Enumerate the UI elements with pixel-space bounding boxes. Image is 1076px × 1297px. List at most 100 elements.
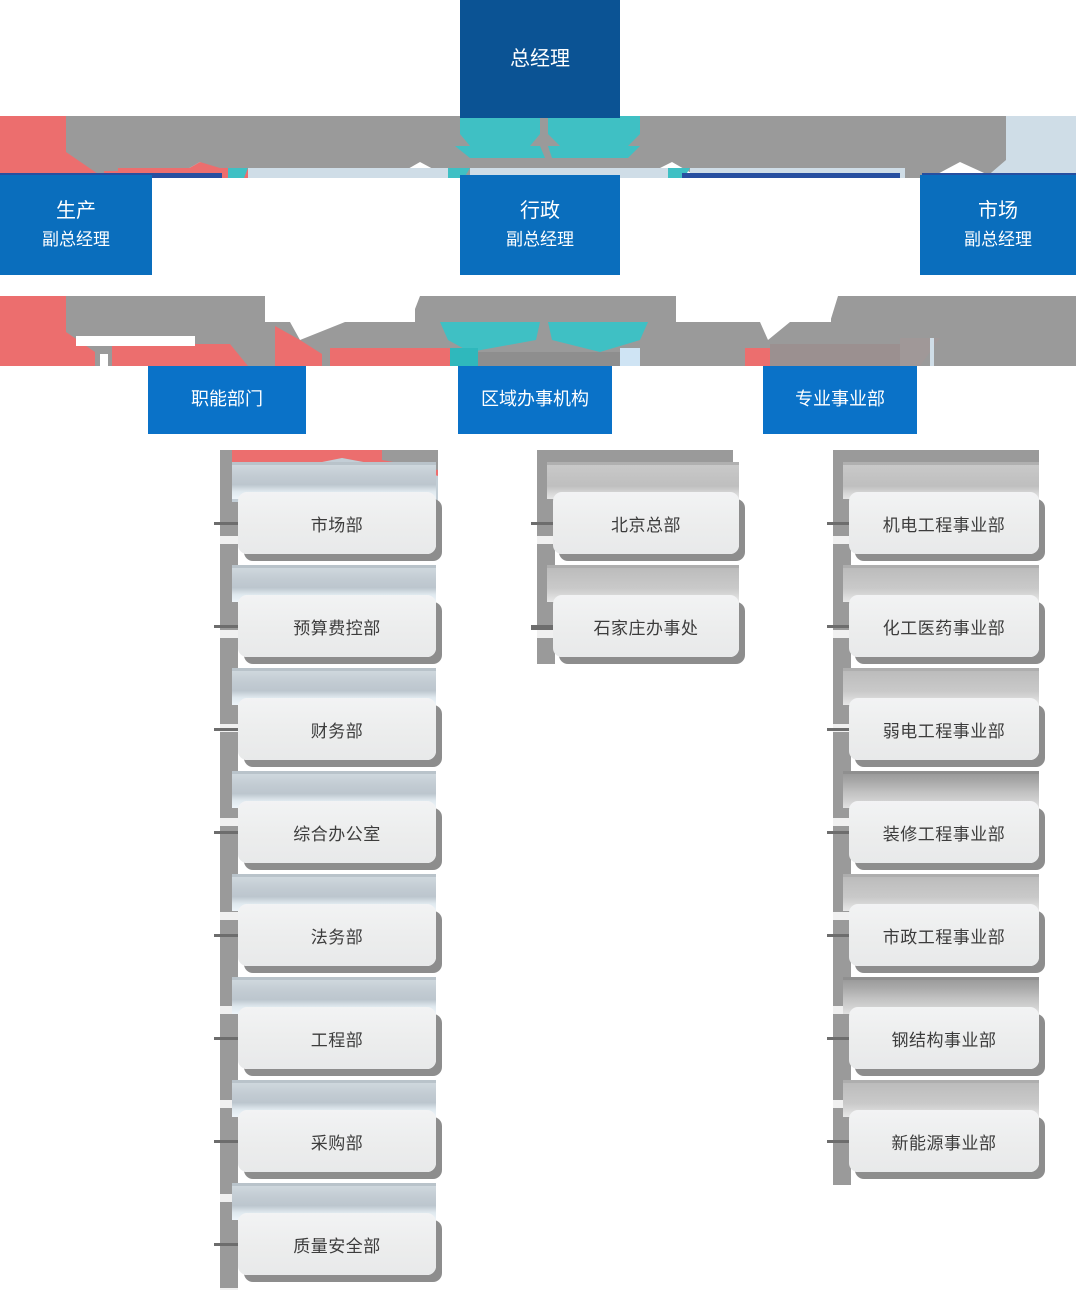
leaf-card-label: 市政工程事业部 [882, 927, 1006, 947]
leaf-card-business-1[interactable]: 机电工程事业部 [849, 492, 1039, 554]
spine-tick-business-2 [827, 625, 853, 628]
leaf-card-business-4[interactable]: 装修工程事业部 [849, 801, 1039, 863]
leaf-card-functional-4[interactable]: 综合办公室 [238, 801, 436, 863]
ribbon2-grey-right [930, 296, 1076, 366]
spine-tick-functional-6 [214, 1037, 240, 1040]
leaf-card-label: 钢结构事业部 [891, 1030, 997, 1050]
node-regional-offices[interactable]: 区域办事机构 [458, 366, 612, 434]
ribbon2-red-d [330, 348, 460, 366]
leaf-card-business-5[interactable]: 市政工程事业部 [849, 904, 1039, 966]
leaf-card-functional-6[interactable]: 工程部 [238, 1007, 436, 1069]
leaf-card-regional-2[interactable]: 石家庄办事处 [553, 595, 739, 657]
leaf-card-regional-1[interactable]: 北京总部 [553, 492, 739, 554]
leaf-card-label: 采购部 [310, 1133, 364, 1153]
node-ceo-label: 总经理 [510, 47, 570, 70]
leaf-card-label: 化工医药事业部 [882, 618, 1006, 638]
node-vp-administration-line1: 行政 [520, 200, 560, 223]
node-vp-production-line1: 生产 [56, 200, 96, 223]
leaf-card-functional-5[interactable]: 法务部 [238, 904, 436, 966]
leaf-card-label: 石家庄办事处 [593, 618, 699, 638]
ribbon2-grey-foot-a [478, 352, 620, 366]
node-vp-market[interactable]: 市场 副总经理 [920, 175, 1076, 275]
leaf-card-label: 弱电工程事业部 [882, 721, 1006, 741]
node-vp-production[interactable]: 生产 副总经理 [0, 175, 152, 275]
node-regional-offices-label: 区域办事机构 [481, 389, 589, 410]
node-vp-market-line2: 副总经理 [964, 230, 1032, 250]
leaf-card-label: 综合办公室 [293, 824, 381, 844]
leaf-card-label: 新能源事业部 [891, 1133, 997, 1153]
ribbon-teal-low-right [548, 146, 640, 158]
spine-tick-regional-2 [531, 625, 557, 628]
column-cap-regional [537, 450, 733, 464]
leaf-card-functional-7[interactable]: 采购部 [238, 1110, 436, 1172]
leaf-card-label: 质量安全部 [293, 1236, 381, 1256]
ribbon-teal-left [460, 116, 540, 146]
spine-tick-business-3 [827, 728, 853, 731]
ribbon-teal-foot-a [228, 168, 248, 178]
leaf-card-business-6[interactable]: 钢结构事业部 [849, 1007, 1039, 1069]
node-business-divisions[interactable]: 专业事业部 [763, 366, 917, 434]
leaf-card-label: 工程部 [310, 1030, 364, 1050]
ribbon2-red-b [112, 344, 248, 366]
leaf-card-functional-8[interactable]: 质量安全部 [238, 1213, 436, 1275]
spine-tick-business-1 [827, 522, 853, 525]
ribbon2-lightblue-edge [930, 338, 934, 366]
spine-tick-functional-3 [214, 728, 240, 731]
node-vp-administration[interactable]: 行政 副总经理 [460, 175, 620, 275]
ribbon2-red-e [745, 348, 770, 366]
ribbon2-lightblue-a [620, 348, 640, 366]
node-functional-departments-label: 职能部门 [191, 389, 263, 410]
spine-tick-functional-4 [214, 831, 240, 834]
spine-tick-business-7 [827, 1140, 853, 1143]
ribbon-lightblue-right [985, 116, 1076, 178]
leaf-card-label: 市场部 [310, 515, 364, 535]
spine-tick-functional-7 [214, 1140, 240, 1143]
node-ceo[interactable]: 总经理 [460, 0, 620, 118]
spine-tick-functional-1 [214, 522, 240, 525]
connector-band-level1-svg [0, 116, 1076, 178]
spine-tick-functional-8 [214, 1243, 240, 1246]
ribbon2-red-c [275, 326, 322, 366]
leaf-card-label: 机电工程事业部 [882, 515, 1006, 535]
node-functional-departments[interactable]: 职能部门 [148, 366, 306, 434]
leaf-card-label: 法务部 [310, 927, 364, 947]
connector-band-level2 [0, 296, 1076, 366]
ribbon-teal-low-left [455, 146, 545, 158]
leaf-card-functional-2[interactable]: 预算费控部 [238, 595, 436, 657]
ribbon2-white-notch [76, 336, 195, 346]
ribbon-red-left [0, 116, 104, 178]
ribbon2-teal-foot [450, 348, 478, 366]
leaf-card-label: 北京总部 [611, 515, 681, 535]
column-cap-business [833, 450, 1039, 464]
ribbon2-gap-b [676, 296, 831, 322]
leaf-card-business-3[interactable]: 弱电工程事业部 [849, 698, 1039, 760]
spine-tick-regional-1 [531, 522, 557, 525]
leaf-card-label: 财务部 [310, 721, 364, 741]
ribbon2-teal-right [548, 322, 648, 352]
spine-tick-business-4 [827, 831, 853, 834]
ribbon2-sep-a [100, 354, 108, 366]
ribbon-lightblue-foot-b [248, 168, 448, 178]
spine-tick-business-6 [827, 1037, 853, 1040]
spine-tick-functional-2 [214, 625, 240, 628]
connector-band-level1 [0, 116, 1076, 178]
ribbon2-red-left [0, 296, 95, 366]
leaf-card-label: 预算费控部 [293, 618, 381, 638]
spine-tick-business-5 [827, 934, 853, 937]
leaf-card-business-7[interactable]: 新能源事业部 [849, 1110, 1039, 1172]
ribbon2-mute-a [770, 344, 900, 366]
node-vp-administration-line2: 副总经理 [506, 230, 574, 250]
node-business-divisions-label: 专业事业部 [795, 389, 885, 410]
node-vp-production-line2: 副总经理 [42, 230, 110, 250]
leaf-card-functional-1[interactable]: 市场部 [238, 492, 436, 554]
leaf-card-business-2[interactable]: 化工医药事业部 [849, 595, 1039, 657]
ribbon2-gap-a [265, 296, 415, 322]
column2-tick [531, 627, 553, 630]
spine-tick-functional-5 [214, 934, 240, 937]
ribbon2-teal-left [440, 322, 540, 352]
leaf-card-label: 装修工程事业部 [882, 824, 1006, 844]
leaf-card-functional-3[interactable]: 财务部 [238, 698, 436, 760]
node-vp-market-line1: 市场 [978, 200, 1018, 223]
column-spine-regional [537, 450, 555, 664]
